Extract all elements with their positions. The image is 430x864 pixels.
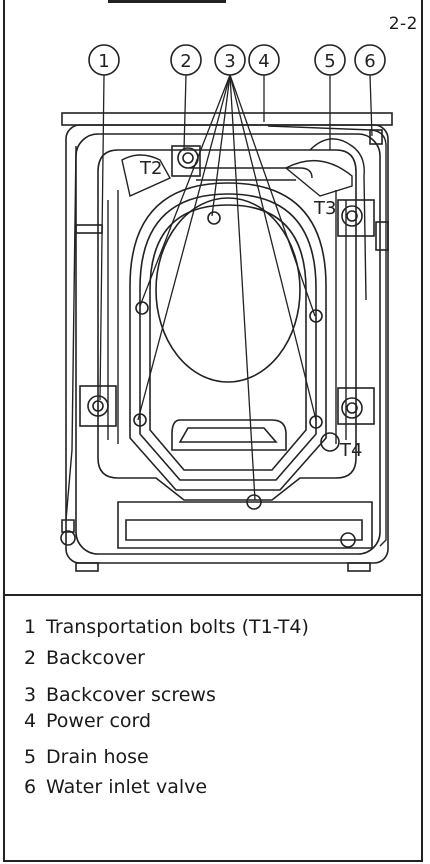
legend-text-5: Drain hose bbox=[46, 746, 149, 768]
page-frame bbox=[3, 0, 423, 862]
cabinet-outline bbox=[65, 124, 389, 564]
callout-5-label: 5 bbox=[324, 51, 335, 72]
power-cord-plug-socket bbox=[60, 530, 76, 546]
bolt-t4 bbox=[341, 397, 363, 419]
left-clip bbox=[75, 224, 103, 234]
base-plate-inner bbox=[125, 519, 363, 541]
bolt-t3 bbox=[341, 205, 363, 227]
legend-text-1: Transportation bolts (T1-T4) bbox=[46, 616, 309, 638]
top-tab-mark bbox=[108, 0, 226, 3]
legend-item-2: 2 Backcover bbox=[24, 649, 145, 668]
bolt-label-t2: T2 bbox=[139, 158, 162, 179]
drain-outlet bbox=[340, 532, 356, 548]
legend-item-3: 3 Backcover screws bbox=[24, 686, 216, 705]
callout-1-label: 1 bbox=[98, 51, 109, 72]
section-divider bbox=[3, 594, 423, 596]
legend-item-1: 1 Transportation bolts (T1-T4) bbox=[24, 618, 309, 637]
transport-bolts bbox=[79, 145, 375, 427]
page-reference: 2-2 bbox=[388, 14, 418, 34]
washing-machine-rear-diagram: 1 2 3 4 5 6 bbox=[60, 44, 393, 572]
callout-2-label: 2 bbox=[180, 51, 191, 72]
legend-item-6: 6 Water inlet valve bbox=[24, 778, 207, 797]
water-inlet-valve-shape bbox=[369, 129, 383, 145]
callout-4-label: 4 bbox=[258, 51, 269, 72]
legend-text-4: Power cord bbox=[46, 710, 152, 732]
inlet-valve-body bbox=[375, 221, 389, 251]
bolt-label-t3: T3 bbox=[313, 198, 336, 219]
legend-num-6: 6 bbox=[24, 776, 37, 798]
bolt-label-t4: T4 bbox=[339, 440, 362, 461]
backcover-panel bbox=[97, 149, 357, 501]
bottom-pocket-inner bbox=[178, 427, 278, 443]
foot-left bbox=[75, 562, 99, 572]
t4-marker bbox=[320, 432, 340, 452]
legend-num-2: 2 bbox=[24, 647, 37, 669]
power-cord-plug bbox=[61, 519, 75, 533]
cabinet-inner bbox=[75, 133, 381, 555]
top-cover bbox=[61, 112, 393, 126]
callout-6-label: 6 bbox=[364, 51, 375, 72]
legend-text-2: Backcover bbox=[46, 647, 145, 669]
bolt-t2 bbox=[177, 147, 199, 169]
legend-item-5: 5 Drain hose bbox=[24, 748, 149, 767]
legend-num-5: 5 bbox=[24, 746, 37, 768]
legend-num-4: 4 bbox=[24, 710, 37, 732]
base-plate bbox=[117, 501, 373, 549]
backcover-screws bbox=[133, 211, 323, 510]
legend-num-3: 3 bbox=[24, 684, 37, 706]
drain-hose-line bbox=[309, 138, 367, 301]
stiffening-ribs bbox=[107, 154, 353, 444]
foot-right bbox=[347, 562, 371, 572]
bottom-pocket bbox=[171, 419, 287, 451]
callout-markers: 1 2 3 4 5 6 bbox=[88, 44, 386, 76]
drum-rings bbox=[129, 182, 327, 491]
legend-text-6: Water inlet valve bbox=[46, 776, 208, 798]
legend-num-1: 1 bbox=[24, 616, 37, 638]
legend-item-4: 4 Power cord bbox=[24, 712, 151, 731]
callout-3-label: 3 bbox=[224, 51, 235, 72]
left-side-hose bbox=[65, 145, 77, 521]
legend-text-3: Backcover screws bbox=[46, 684, 216, 706]
bolt-t1 bbox=[87, 395, 109, 417]
